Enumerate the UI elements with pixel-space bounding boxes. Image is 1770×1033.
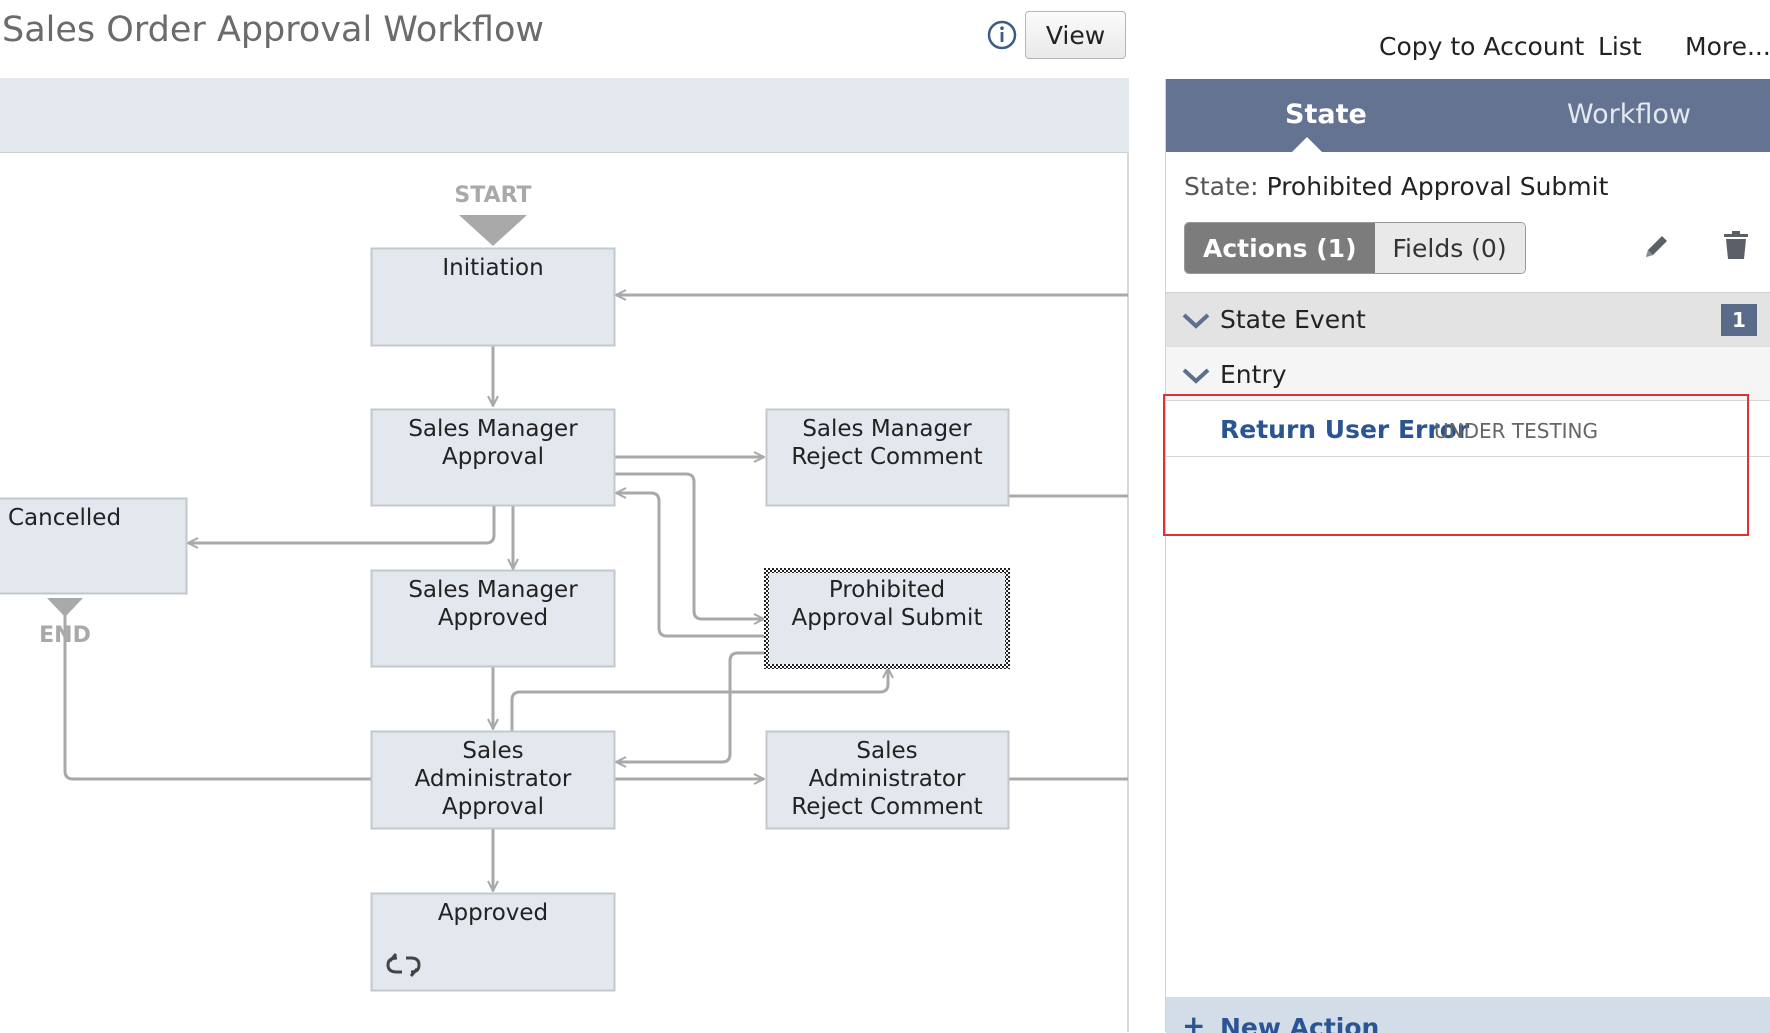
- state-box: [769, 573, 1005, 664]
- state-event-label: State Event: [1220, 305, 1366, 334]
- state-event-section[interactable]: State Event 1: [1166, 292, 1770, 346]
- state-label-line: Approved: [438, 605, 548, 631]
- state-label-line: Approval: [442, 794, 544, 820]
- page-title: Sales Order Approval Workflow: [2, 10, 545, 50]
- connector: [510, 668, 888, 731]
- state-label-line: Sales Manager: [802, 416, 972, 442]
- state-node-approved[interactable]: Approved: [370, 892, 616, 992]
- action-status: UNDER TESTING: [1434, 419, 1599, 443]
- actions-fields-toggle: Actions (1) Fields (0): [1184, 222, 1526, 274]
- state-label-line: Approval Submit: [792, 605, 983, 631]
- state-box: [370, 569, 616, 668]
- state-box: [370, 408, 616, 507]
- canvas-border: [1127, 152, 1129, 1032]
- connector: [616, 651, 764, 762]
- connector: [188, 505, 496, 543]
- connector: [616, 493, 764, 638]
- state-box: [370, 247, 616, 347]
- state-node-cancelled[interactable]: Cancelled: [0, 497, 188, 595]
- active-tab-indicator: [1292, 137, 1322, 152]
- view-button[interactable]: View: [1025, 11, 1126, 59]
- chevron-down-icon: [1182, 313, 1210, 329]
- state-label-line: Approval: [442, 444, 544, 470]
- state-label-line: Prohibited: [829, 577, 945, 603]
- state-label-line: Sales: [856, 738, 917, 764]
- start-label: START: [454, 183, 531, 208]
- action-link-return-user-error[interactable]: Return User Error: [1220, 415, 1470, 444]
- action-row: Return User Error UNDER TESTING: [1166, 401, 1770, 457]
- diagram-toolbar: [0, 78, 1129, 153]
- end-label: END: [39, 623, 91, 648]
- fields-subtab[interactable]: Fields (0): [1374, 223, 1525, 273]
- state-label-line: Cancelled: [8, 505, 121, 531]
- state-panel: State Workflow State: Prohibited Approva…: [1163, 79, 1770, 1033]
- state-heading-key: State:: [1184, 172, 1259, 201]
- panel-tab-bar: State Workflow: [1166, 79, 1770, 152]
- highlight-annotation: [1163, 394, 1749, 536]
- list-link[interactable]: List: [1598, 32, 1642, 61]
- more-menu-link[interactable]: More...: [1685, 32, 1770, 61]
- state-box: [0, 497, 188, 595]
- state-box: [370, 730, 616, 830]
- info-icon[interactable]: [986, 19, 1018, 51]
- tab-state[interactable]: State: [1285, 99, 1367, 130]
- state-label-line: Initiation: [442, 255, 543, 281]
- loop-icon: [386, 953, 421, 977]
- state-label-line: Sales: [462, 738, 523, 764]
- end-marker: [47, 598, 83, 617]
- state-node-initiation[interactable]: Initiation: [370, 247, 616, 347]
- state-label-line: Administrator: [809, 766, 966, 792]
- trash-icon[interactable]: [1723, 230, 1749, 260]
- entry-section[interactable]: Entry: [1166, 346, 1770, 401]
- pencil-icon[interactable]: [1642, 231, 1672, 261]
- copy-to-account-link[interactable]: Copy to Account: [1379, 32, 1585, 61]
- state-label-line: Approved: [438, 900, 548, 926]
- chevron-down-icon: [1182, 368, 1210, 384]
- state-label-line: Reject Comment: [791, 794, 982, 820]
- state-box: [765, 730, 1010, 830]
- state-label-line: Reject Comment: [791, 444, 982, 470]
- connector: [614, 472, 764, 619]
- entry-label: Entry: [1220, 360, 1287, 389]
- state-label-line: Sales Manager: [408, 577, 578, 603]
- state-heading-name: Prohibited Approval Submit: [1266, 172, 1609, 201]
- actions-subtab[interactable]: Actions (1): [1185, 223, 1375, 273]
- state-box: [765, 408, 1010, 507]
- plus-icon: +: [1182, 1009, 1206, 1033]
- state-label-line: Sales Manager: [408, 416, 578, 442]
- start-marker: [459, 215, 527, 246]
- connector: [63, 604, 371, 781]
- new-action-link[interactable]: New Action: [1220, 1013, 1380, 1033]
- new-action-bar[interactable]: + New Action: [1166, 997, 1770, 1033]
- tab-workflow[interactable]: Workflow: [1567, 99, 1691, 130]
- state-label-line: Administrator: [415, 766, 572, 792]
- state-heading: State: Prohibited Approval Submit: [1184, 172, 1608, 201]
- state-event-count-badge: 1: [1721, 304, 1757, 336]
